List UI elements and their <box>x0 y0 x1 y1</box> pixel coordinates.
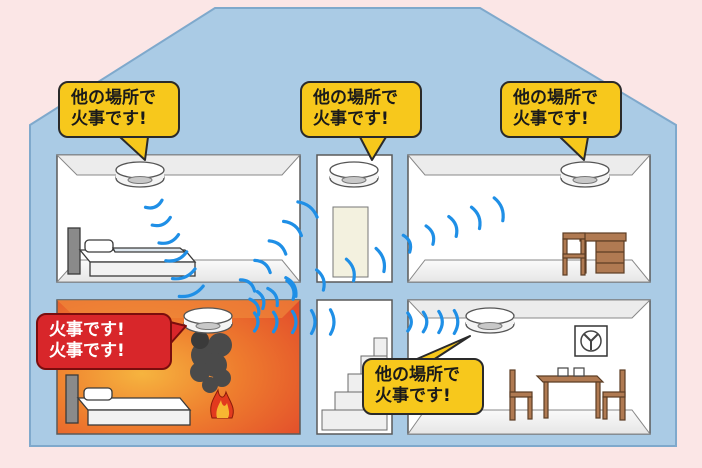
chair-icon <box>509 369 533 421</box>
bubble-fire-elsewhere-top-left: 他の場所で 火事です! <box>58 81 180 138</box>
bed-icon <box>65 374 192 426</box>
signal-wave-arc <box>424 224 436 246</box>
signal-wave-arc <box>285 279 296 301</box>
signal-wave-arc <box>309 309 317 335</box>
signal-wave-arc <box>170 267 197 281</box>
bubble-fire-elsewhere-top-right: 他の場所で 火事です! <box>500 81 622 138</box>
signal-wave-arc <box>284 276 298 298</box>
signal-wave-arc <box>452 309 460 335</box>
bubble-text-line1: 他の場所で <box>313 88 398 108</box>
signal-wave-arc <box>143 198 164 210</box>
bubble-fire-elsewhere-top-center: 他の場所で 火事です! <box>300 81 422 138</box>
signal-wave-arc <box>238 278 257 293</box>
bubble-text-line1: 他の場所で <box>375 365 460 385</box>
signal-wave-arc <box>255 289 266 311</box>
bubble-text-line2: 火事です! <box>313 109 389 129</box>
smoke-detector-icon <box>183 307 233 334</box>
signal-wave-arc <box>282 219 303 238</box>
signal-wave-arc <box>315 268 326 292</box>
signal-wave-arc <box>177 284 205 299</box>
signal-wave-arc <box>469 205 482 231</box>
signal-wave-arc <box>406 311 413 333</box>
bed-icon <box>67 227 197 277</box>
signal-wave-arc <box>266 286 279 308</box>
smoke-icon <box>190 331 232 393</box>
signal-wave-arc <box>267 239 288 256</box>
bubble-text-line2: 火事です! <box>375 386 451 406</box>
smoke-detector-icon <box>329 161 379 188</box>
signal-wave-arc <box>271 310 279 334</box>
signal-wave-arc <box>492 196 505 223</box>
ventilation-fan-icon <box>574 325 608 357</box>
alarm-signal-waves <box>143 196 505 336</box>
chair-icon <box>562 232 586 276</box>
signal-wave-arc <box>157 233 181 245</box>
signal-wave-arc <box>252 311 260 333</box>
fire-icon <box>210 388 234 419</box>
signal-wave-arc <box>290 309 298 335</box>
dining-table-icon <box>535 367 605 419</box>
bubble-text-line1: 他の場所で <box>71 88 156 108</box>
bubble-text-line1: 火事です! <box>49 320 125 340</box>
signal-wave-arc <box>374 246 387 274</box>
signal-wave-arc <box>248 297 261 317</box>
signal-wave-arc <box>328 308 336 336</box>
smoke-detector-icon <box>115 161 165 188</box>
room-study-upper <box>406 154 652 283</box>
signal-wave-arc <box>150 215 172 228</box>
signal-wave-arc <box>164 250 189 263</box>
signal-wave-arc <box>421 310 429 334</box>
signal-wave-arc <box>253 258 272 275</box>
bubble-text-line1: 他の場所で <box>513 88 598 108</box>
signal-wave-arc <box>447 215 459 238</box>
signal-wave-arc <box>437 309 444 335</box>
smoke-detector-icon <box>560 161 610 188</box>
bubble-text-line2: 火事です! <box>71 109 147 129</box>
signal-wave-arc <box>344 257 356 283</box>
bubble-fire-elsewhere-bottom-center: 他の場所で 火事です! <box>362 358 484 415</box>
chair-icon <box>602 369 626 421</box>
bubble-text-line2: 火事です! <box>49 341 125 361</box>
bubble-text-line2: 火事です! <box>513 109 589 129</box>
smoke-detector-icon <box>465 307 515 334</box>
signal-wave-arc <box>401 233 413 254</box>
signal-wave-arc <box>296 200 319 219</box>
bubble-fire-alarm: 火事です! 火事です! <box>36 313 172 370</box>
